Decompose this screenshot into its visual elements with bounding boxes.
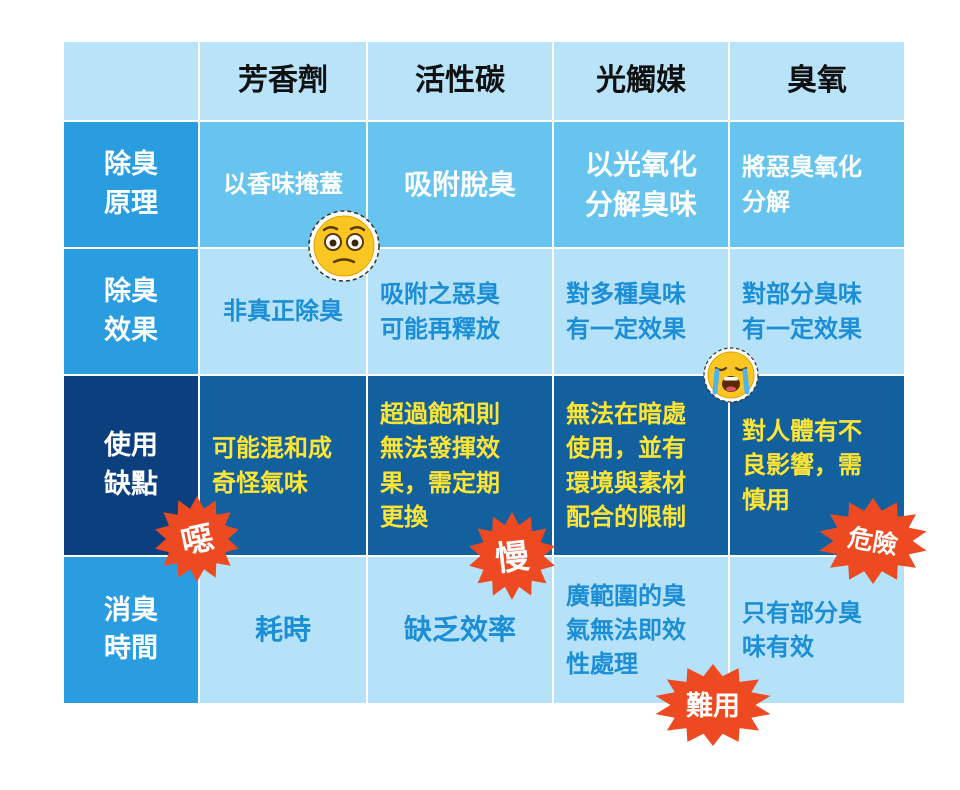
cell-effect-air-freshener: 非真正除臭 <box>200 249 366 374</box>
cell-effect-photocatalyst: 對多種臭味有一定效果 <box>554 249 728 374</box>
burst-hard-label: 難用 <box>686 691 740 722</box>
cell-principle-photocatalyst: 以光氧化分解臭味 <box>554 122 728 247</box>
cell-time-ozone: 只有部分臭味有效 <box>730 557 904 703</box>
row-label-time: 消臭時間 <box>64 557 198 703</box>
header-air-freshener: 芳香劑 <box>200 42 366 120</box>
burst-danger: 危險 <box>819 498 927 584</box>
burst-disgust: 噁 <box>155 496 239 582</box>
cell-time-air-freshener: 耗時 <box>200 557 366 703</box>
burst-hard-to-use: 難用 <box>655 664 771 746</box>
cell-effect-ozone: 對部分臭味有一定效果 <box>730 249 904 374</box>
cell-drawbacks-photocatalyst: 無法在暗處使用，並有環境與素材配合的限制 <box>554 376 728 555</box>
cell-principle-ozone: 將惡臭氧化分解 <box>730 122 904 247</box>
burst-disgust-label: 噁 <box>178 518 217 562</box>
crying-face-icon <box>703 347 759 403</box>
header-ozone: 臭氧 <box>730 42 904 120</box>
worried-face-icon <box>308 210 380 282</box>
header-corner <box>64 42 198 120</box>
burst-slow-label: 慢 <box>493 536 532 579</box>
header-activated-carbon: 活性碳 <box>368 42 552 120</box>
row-label-principle: 除臭原理 <box>64 122 198 247</box>
burst-slow: 慢 <box>469 512 555 600</box>
header-photocatalyst: 光觸媒 <box>554 42 728 120</box>
cell-principle-activated-carbon: 吸附脫臭 <box>368 122 552 247</box>
cell-effect-activated-carbon: 吸附之惡臭可能再釋放 <box>368 249 552 374</box>
row-label-effect: 除臭效果 <box>64 249 198 374</box>
cell-drawbacks-air-freshener: 可能混和成奇怪氣味 <box>200 376 366 555</box>
comparison-table: 芳香劑 活性碳 光觸媒 臭氧 除臭原理 以香味掩蓋 吸附脫臭 以光氧化分解臭味 … <box>64 42 904 703</box>
